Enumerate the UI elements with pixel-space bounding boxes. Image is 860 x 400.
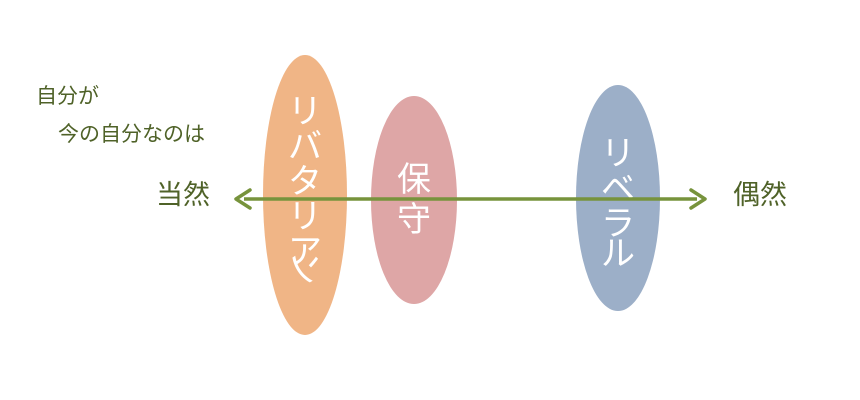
libertarian-char-6: ン bbox=[284, 251, 324, 285]
axis-right-label: 偶然 bbox=[733, 180, 787, 211]
conservative-char-1: 保 bbox=[397, 160, 431, 200]
conservative-char-2: 守 bbox=[397, 200, 431, 240]
liberal-char-1: リ bbox=[601, 134, 635, 174]
libertarian-char-5: ア bbox=[288, 232, 322, 272]
question-line-2: 今の自分なのは bbox=[58, 122, 205, 146]
axis-left-label: 当然 bbox=[156, 180, 210, 211]
libertarian-char-4: リ bbox=[288, 197, 322, 237]
axis-arrowhead-left bbox=[234, 188, 252, 210]
question-line-1: 自分が bbox=[36, 84, 99, 108]
liberal-char-2: ベ bbox=[601, 169, 635, 209]
liberal-char-3: ラ bbox=[601, 204, 635, 244]
liberal-char-4: ル bbox=[601, 234, 635, 274]
libertarian-char-3: タ bbox=[288, 162, 322, 202]
libertarian-char-2: バ bbox=[288, 127, 322, 167]
axis-arrowhead-right bbox=[689, 188, 707, 210]
libertarian-char-1: リ bbox=[288, 92, 322, 132]
ellipse-libertarian bbox=[263, 55, 347, 335]
